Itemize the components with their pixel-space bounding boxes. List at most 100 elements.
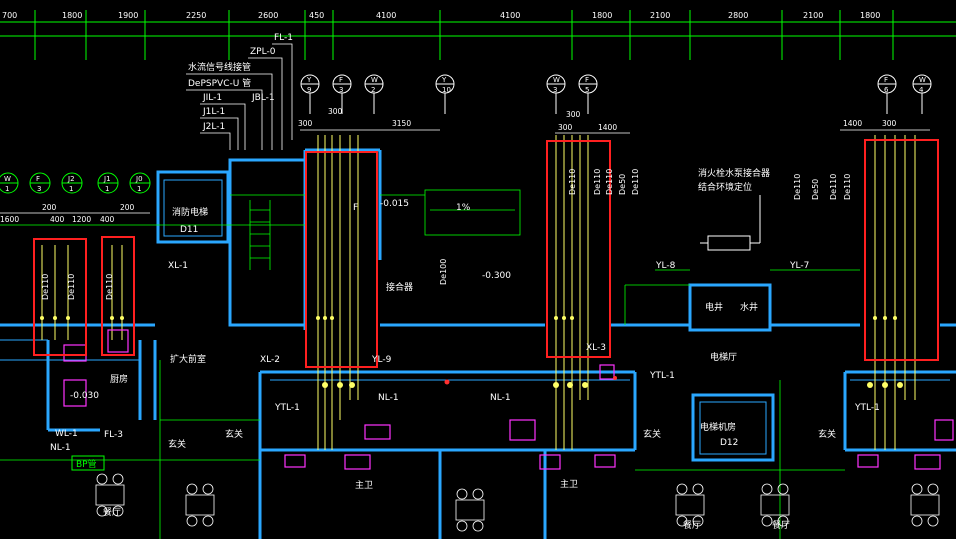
sub-dim-4: 300: [566, 110, 581, 119]
label-ytl1-a: YTL-1: [274, 403, 300, 413]
left-circle-top-4: J0: [135, 175, 143, 183]
label-yl9: YL-9: [371, 355, 392, 365]
pipe-dots: [40, 316, 903, 388]
label-kuoda: 扩大前室: [170, 353, 206, 365]
xiaohuo-line2: 结合环境定位: [698, 181, 752, 193]
label-yl8: YL-8: [655, 261, 676, 271]
sub-dim-3: 300: [558, 123, 573, 132]
top-dimension-texts: 700 1800 1900 2250 2600 450 4100 4100 18…: [2, 11, 880, 20]
label-canting-b: 餐厅: [683, 519, 701, 531]
sub-dim-7: 300: [882, 119, 897, 128]
bp-tag: BP管: [71, 455, 105, 471]
highlight-boxes: [33, 139, 939, 368]
label-elevator-b: D12: [720, 438, 738, 448]
left-circle-bot-0: 1: [5, 185, 9, 193]
dim-top-8: 1800: [592, 11, 612, 20]
circle-marker-4: W3: [546, 74, 566, 114]
label-depvc: DePSPVC-U 管: [188, 77, 251, 89]
label-bp: BP管: [76, 458, 97, 470]
label-lift-b: 电梯机房: [700, 421, 736, 433]
left-circle-top-1: F: [36, 175, 40, 183]
label-xuanguan-c: 玄关: [643, 428, 661, 440]
dim-top-10: 2800: [728, 11, 748, 20]
thin-walls: [0, 179, 950, 455]
xiaohuo-line1: 消火栓水泵接合器: [698, 167, 770, 179]
label-nl1-c: NL-1: [50, 443, 71, 453]
dim-top-0: 700: [2, 11, 17, 20]
label-hekou: 接合器: [386, 281, 413, 293]
label-elevator-a: D11: [180, 225, 198, 235]
dining-table-4: [760, 483, 790, 527]
label-fl3: FL-3: [104, 430, 123, 440]
sub-dimensions: 300 300 3150 300 300 1400 1400 300 1600 …: [0, 107, 897, 224]
circle-marker-top-4: W: [553, 76, 560, 84]
sub-dim-13: 400: [100, 215, 115, 224]
highlight-box-left-1: [33, 238, 87, 356]
pipe-bundles: [41, 135, 916, 450]
de110-l3: De110: [105, 274, 114, 300]
circle-marker-0: Y9: [300, 74, 320, 114]
sub-dim-lines: [0, 129, 930, 214]
circle-marker-3: Y10: [435, 74, 455, 114]
dim-top-3: 2250: [186, 11, 206, 20]
left-circle-bot-1: 3: [37, 185, 41, 193]
circle-marker-bot-3: 10: [442, 86, 451, 94]
top-dimension-line: [0, 10, 956, 60]
left-circle-marker-4: J01: [129, 172, 151, 194]
label-zhuwei-b: 主卫: [560, 478, 578, 490]
sub-dim-10: 200: [42, 203, 57, 212]
de110-r1: De110: [793, 174, 802, 200]
dining-table-3: [675, 483, 705, 527]
de110-l2: De110: [67, 274, 76, 300]
label-h2: -0.300: [482, 271, 511, 281]
label-lift-a: 消防电梯: [172, 206, 208, 218]
circle-marker-6: F6: [877, 74, 897, 114]
label-xuanguan-b: 玄关: [225, 428, 243, 440]
circle-marker-7: W4: [912, 74, 932, 114]
circle-marker-top-7: W: [919, 76, 926, 84]
label-shuiliu: 水流信号线接管: [188, 61, 251, 73]
de110-m1: De110: [593, 169, 602, 195]
dim-top-7: 4100: [500, 11, 520, 20]
sub-dim-2: 3150: [392, 119, 411, 128]
label-chufang: 厨房: [110, 373, 128, 385]
label-canting-c: 餐厅: [772, 519, 790, 531]
label-dianjing: 电井: [705, 301, 723, 313]
label-jbl1: JBL-1: [251, 93, 275, 103]
label-zpl0: ZPL-0: [250, 47, 276, 57]
label-slope: 1%: [456, 203, 471, 213]
diameter-labels: De110 De110 De110 De110 De110 De110 De50…: [41, 169, 852, 300]
dining-table-1: [185, 483, 215, 527]
left-circle-marker-1: F3: [29, 172, 51, 194]
circle-marker-bot-5: 5: [585, 86, 589, 94]
label-wl1: WL-1: [55, 429, 78, 439]
dining-table-5: [910, 483, 940, 527]
dim-top-12: 1800: [860, 11, 880, 20]
sub-dim-12: 1200: [72, 215, 91, 224]
label-shuijing: 水井: [740, 301, 758, 313]
circle-marker-top-5: F: [585, 76, 589, 84]
label-ytl1-b: YTL-1: [649, 371, 675, 381]
circle-marker-top-2: W: [371, 76, 378, 84]
sub-dim-0: 300: [298, 119, 313, 128]
dim-top-6: 4100: [376, 11, 396, 20]
highlight-box-left-2: [101, 236, 135, 356]
de50-m3: De50: [618, 174, 627, 195]
circle-marker-bot-1: 3: [339, 86, 343, 94]
dining-table-2: [455, 488, 485, 532]
left-circle-marker-0: W1: [0, 172, 19, 194]
label-xl2: XL-2: [260, 355, 280, 365]
left-circle-marker-3: J11: [97, 172, 119, 194]
label-f-mark: F: [353, 203, 358, 213]
label-nl1-a: NL-1: [378, 393, 399, 403]
de100-c: De100: [439, 259, 448, 285]
label-zhuwei-a: 主卫: [355, 479, 373, 491]
plumbing-fixtures: [63, 329, 954, 470]
dim-top-2: 1900: [118, 11, 138, 20]
label-xl1: XL-1: [168, 261, 188, 271]
de110-r4: De110: [843, 174, 852, 200]
green-detail-lines: [0, 189, 860, 539]
